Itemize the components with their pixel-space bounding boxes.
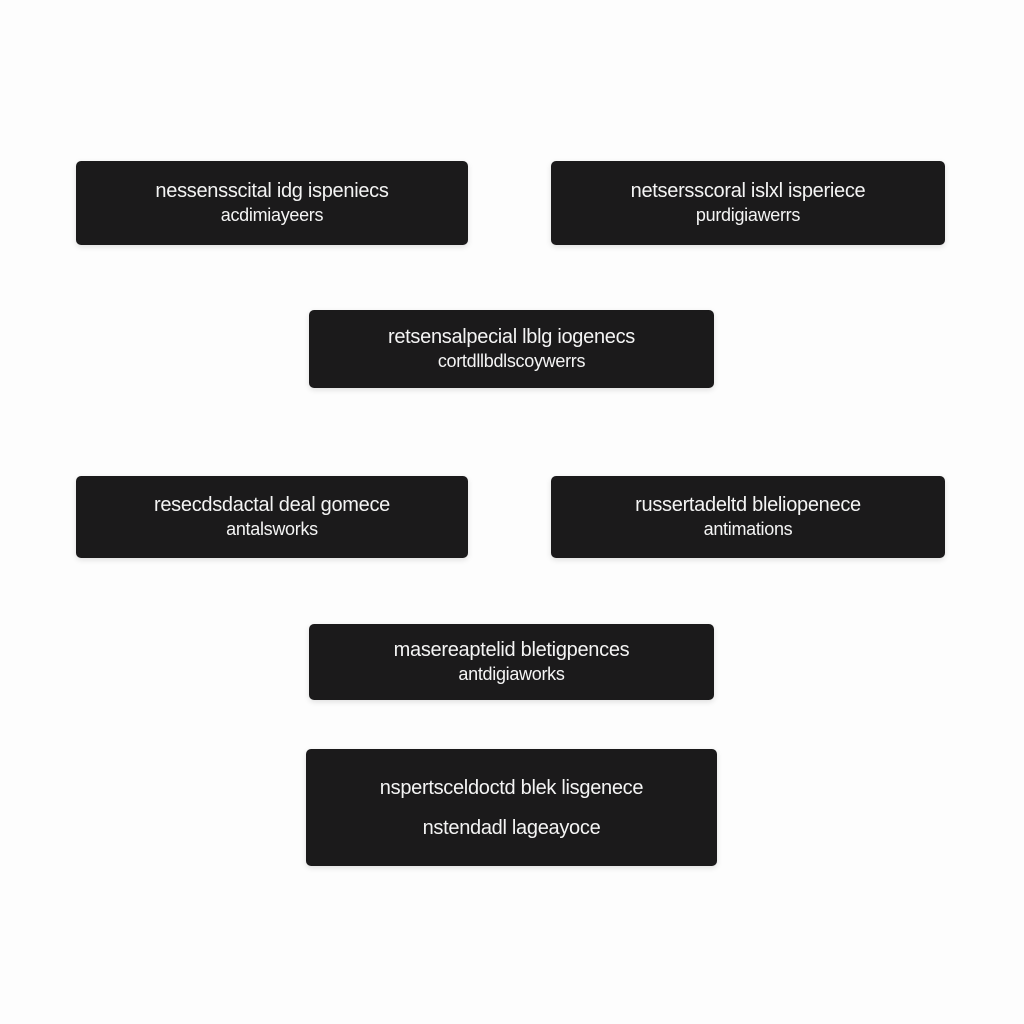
node-title: netsersscoral islxl isperiece (630, 180, 866, 202)
node-box-7: nspertsceldoctd blek lisgenece nstendadl… (306, 749, 717, 866)
node-title: russertadeltd bleliopenece (635, 494, 861, 516)
node-subtitle: purdigiawerrs (695, 205, 801, 225)
node-subtitle: cortdllbdlscoywerrs (437, 351, 586, 371)
node-subtitle: antimations (703, 519, 793, 539)
node-subtitle: nstendadl lageayoce (422, 816, 601, 839)
node-box-6: masereaptelid bletigpences antdigiaworks (309, 624, 714, 700)
node-box-4: resecdsdactal deal gomece antalsworks (76, 476, 468, 558)
node-subtitle: antdigiaworks (458, 664, 565, 684)
node-box-5: russertadeltd bleliopenece antimations (551, 476, 945, 558)
node-subtitle: antalsworks (226, 519, 318, 539)
node-box-2: netsersscoral islxl isperiece purdigiawe… (551, 161, 945, 245)
node-title: nspertsceldoctd blek lisgenece (379, 776, 644, 799)
node-title: nessensscital idg ispeniecs (155, 180, 389, 202)
node-box-3: retsensalpecial lblg iogenecs cortdllbdl… (309, 310, 714, 388)
node-title: masereaptelid bletigpences (393, 639, 630, 661)
node-subtitle: acdimiayeers (220, 205, 324, 225)
node-box-1: nessensscital idg ispeniecs acdimiayeers (76, 161, 468, 245)
node-title: retsensalpecial lblg iogenecs (387, 326, 635, 348)
node-title: resecdsdactal deal gomece (154, 494, 390, 516)
